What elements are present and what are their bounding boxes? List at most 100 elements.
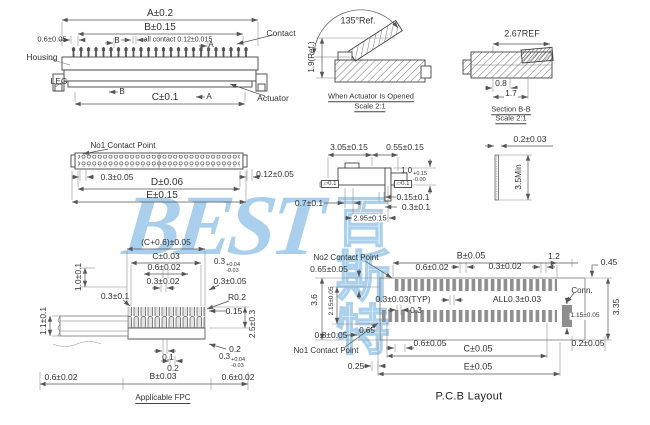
- housing-body: [61, 56, 259, 71]
- pin-detail-view: [485, 128, 625, 238]
- dim-fpc-c: C±0.03: [152, 250, 180, 261]
- fpc-view: [35, 232, 285, 417]
- section-actuator-flap: [520, 46, 554, 64]
- dim-pcb-215: 2.15±0.05: [327, 286, 335, 316]
- dim-side-03: 0.3±0.1: [401, 201, 431, 212]
- front-view: [25, 8, 305, 120]
- dim-pitch: 0.6±0.05: [37, 34, 67, 44]
- dim-side-10-tol: 1.0+0.15-0.00: [400, 166, 428, 183]
- section-mark-b-bottom: B: [119, 87, 125, 96]
- fpc-tail: [59, 315, 129, 337]
- pin-body: [494, 154, 499, 201]
- dim-fpc-0305: 0.3±0.05: [213, 275, 247, 286]
- pcb-upper-pad-row: [393, 279, 557, 291]
- dim-side-295: 2.95±0.15: [352, 213, 388, 223]
- section-bb-view: [450, 20, 600, 125]
- pcb-layout-drawing: [315, 259, 612, 377]
- caption-pcb-layout: P.C.B Layout: [435, 390, 503, 403]
- dim-pcb-0605: 0.6±0.05: [413, 337, 447, 348]
- dim-pcb-36: 3.6: [308, 294, 319, 306]
- dim-side-055: 0.55±0.15: [386, 141, 424, 152]
- dim-pcb-b: B±0.05: [456, 250, 486, 261]
- dim-bottom-03: 0.3±0.05: [100, 171, 134, 182]
- dim-pcb-0302: 0.3±0.02: [488, 260, 522, 271]
- dim-pcb-065: 0.65±0.05: [310, 263, 348, 274]
- dim-side-305: 3.05±0.15: [330, 141, 368, 152]
- side-detail-drawing: [319, 152, 436, 222]
- label-pcb-no1-contact: No1 Contact Point: [293, 346, 359, 355]
- actuator-opened-drawing: [312, 9, 432, 83]
- pin-detail-drawing: [485, 143, 553, 201]
- dim-fpc-01: 0.1: [162, 351, 174, 362]
- fpc-band: [127, 327, 206, 340]
- dim-bottom-012: 0.12±0.05: [256, 168, 294, 179]
- front-view-drawing: [49, 17, 274, 107]
- caption-actuator-scale: Scale 2:1: [354, 101, 386, 112]
- label-pcb-conn: Conn.: [571, 286, 593, 295]
- label-no1-contact-point: No1 Contact Point: [90, 141, 156, 150]
- dim-pin-02: 0.2±0.03: [513, 133, 547, 144]
- fpc-fingers: [128, 307, 205, 328]
- label-actuator: Actuator: [257, 92, 289, 103]
- dim-pcb-all03: ALL0.3±0.03: [492, 293, 542, 304]
- dim-pcb-065s: 0.65: [359, 326, 375, 335]
- label-leg: LEG: [50, 75, 68, 86]
- dim-fpc-03-tol-top: 0.3+0.04-0.03: [213, 257, 241, 274]
- side-detail-view: [290, 138, 470, 238]
- dim-section-17: 1.7: [504, 87, 518, 98]
- dim-section-08: 0.8: [494, 77, 508, 88]
- fpc-drawing: [39, 246, 249, 390]
- actuator-opened-view: [300, 8, 445, 123]
- contact-pins-row: [70, 47, 250, 57]
- dim-open-height: 1.9(Ref.): [307, 41, 316, 73]
- bottom-view: [70, 136, 305, 216]
- dim-fpc-06-br: 0.6±0.02: [221, 371, 255, 382]
- dim-pin-35min: 3.5Min: [512, 164, 523, 190]
- dim-fpc-b: B±0.03: [149, 370, 177, 381]
- dim-pcb-0205: 0.2±0.05: [571, 337, 605, 348]
- label-housing: Housing: [26, 51, 58, 62]
- dim-fpc-0302: 0.3±0.02: [146, 275, 180, 286]
- gdt-frame-left: ▱0.1: [321, 180, 339, 188]
- section-mark-b-top: B: [114, 36, 120, 45]
- dim-pcb-12: 1.2: [548, 250, 560, 261]
- dim-fpc-11: 1.1±0.1: [37, 306, 48, 336]
- opened-actuator: [348, 19, 403, 62]
- dim-fpc-03-tol-bottom: 0.3+0.04-0.03: [218, 352, 246, 369]
- section-mark-a-top: A: [208, 40, 214, 49]
- caption-actuator-opened: When Actuator Is Opened: [328, 91, 414, 102]
- dim-section-267: 2.67REF: [504, 28, 540, 39]
- actuator-bar: [67, 80, 253, 88]
- pcb-lower-pad-row: [380, 310, 557, 322]
- dim-pcb-045: 0.45: [600, 256, 618, 267]
- note-all-contact: all contact 0.12±0.015: [143, 36, 213, 44]
- contact-teeth-band: [63, 69, 257, 82]
- dim-side-015: 0.15±0.1: [396, 191, 430, 202]
- dim-fpc-031: 0.3±0.1: [100, 290, 130, 301]
- dim-fpc-25: 2.5±0.3: [246, 309, 257, 339]
- dim-open-angle: 135°Ref.: [340, 15, 376, 26]
- opened-body: [334, 59, 426, 83]
- caption-section-scale: Scale 2:1: [495, 113, 527, 124]
- label-contact: Contact: [266, 27, 296, 38]
- dim-pcb-03: 0.3: [410, 304, 422, 315]
- section-bb-drawing: [462, 41, 554, 100]
- dim-body-width-c: C±0.1: [151, 92, 179, 103]
- gdt-frame-right: ▱0.1: [394, 180, 412, 188]
- dim-pcb-025: 0.25: [347, 360, 365, 371]
- pcb-conn-pad: [562, 305, 572, 327]
- caption-applicable-fpc: Applicable FPC: [135, 393, 191, 404]
- caption-section-bb: Section B-B: [491, 104, 531, 115]
- pcb-outline: [379, 277, 586, 341]
- dim-fpc-r02: R0.2: [228, 291, 246, 302]
- dim-pcb-06: 0.6±0.02: [415, 261, 449, 272]
- side-part-body: [337, 167, 389, 186]
- dim-pcb-335: 3.35: [610, 298, 621, 316]
- dim-contact-span-b: B±0.15: [144, 22, 176, 33]
- bottom-view-drawing: [70, 148, 260, 205]
- dim-pcb-e: E±0.05: [463, 361, 493, 372]
- dim-fpc-02-bottom: 0.2: [167, 362, 179, 373]
- dim-pcb-08: 0.8±0.05: [314, 329, 348, 340]
- section-mark-a-bottom: A: [206, 92, 212, 101]
